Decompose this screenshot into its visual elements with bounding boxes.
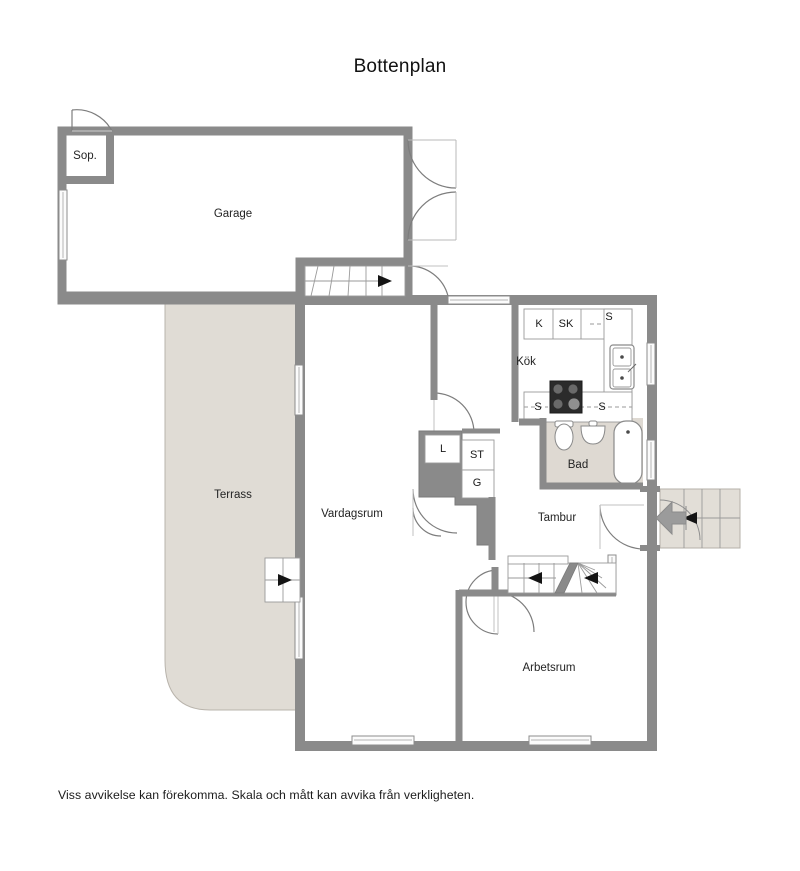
window-living-left-lower (294, 596, 304, 660)
door-garage-lower (407, 191, 457, 241)
kitchen-sink-icon (609, 344, 637, 390)
room-label-bad: Bad (568, 459, 588, 471)
room-label-tambur: Tambur (538, 512, 577, 524)
fixture-label-closet-st: ST (470, 449, 484, 461)
window-kitchen-right (646, 342, 656, 386)
window-living-left-upper (294, 364, 304, 416)
door-garage-stair (407, 265, 449, 297)
bathtub-icon (613, 420, 643, 485)
fixture-label-cabinet-s-upper: S (605, 311, 612, 323)
room-label-sop: Sop. (73, 150, 97, 162)
disclaimer-note: Viss avvikelse kan förekomma. Skala och … (58, 788, 475, 802)
entry-steps (655, 489, 740, 548)
fixture-label-cabinet-s-lower-right: S (598, 401, 605, 413)
room-label-garage: Garage (214, 208, 252, 220)
door-entry-tambur (599, 504, 645, 550)
room-label-kok: Kök (516, 356, 536, 368)
window-living-bottom (351, 735, 415, 746)
fixture-label-fridge-k: K (535, 318, 543, 330)
fixture-label-cabinet-s-lower-left: S (534, 401, 541, 413)
room-label-vardagsrum: Vardagsrum (321, 508, 383, 520)
terrace-direction-arrow (278, 574, 292, 586)
fixture-label-freezer-sk: SK (559, 318, 574, 330)
house-outer-walls (295, 295, 657, 751)
page-title: Bottenplan (353, 56, 447, 77)
washbasin-icon (580, 420, 606, 445)
door-closet-lower (412, 488, 458, 537)
terrace-door-steps (264, 557, 301, 603)
stair-direction-arrow-garage (378, 275, 392, 287)
entrance-arrow-icon (655, 500, 687, 536)
fixture-label-closet-l: L (440, 443, 446, 455)
toilet-icon (554, 420, 574, 451)
room-label-arbetsrum: Arbetsrum (522, 662, 575, 674)
kitchen-counters (523, 308, 637, 423)
door-arbetsrum (493, 591, 535, 633)
window-garage-left (58, 189, 68, 261)
window-office-bottom (528, 735, 592, 746)
entry-direction-arrow (683, 512, 697, 524)
door-living-kitchen (433, 392, 475, 434)
window-bath-right (646, 439, 656, 481)
bathroom-fixtures (519, 418, 643, 490)
door-sop (71, 109, 113, 132)
room-label-terrass: Terrass (214, 489, 252, 501)
closet-block (418, 428, 500, 546)
door-garage-upper (407, 139, 457, 189)
terrace-floor (164, 299, 299, 711)
staircase-garage (304, 265, 406, 297)
sop-room-walls (62, 135, 114, 184)
stair-direction-arrow-tambur-left (528, 572, 542, 584)
staircase-tambur (507, 555, 617, 594)
fixture-label-closet-g: G (473, 477, 482, 489)
stair-direction-arrow-tambur-right (584, 572, 598, 584)
window-kitchen-top (447, 295, 511, 305)
